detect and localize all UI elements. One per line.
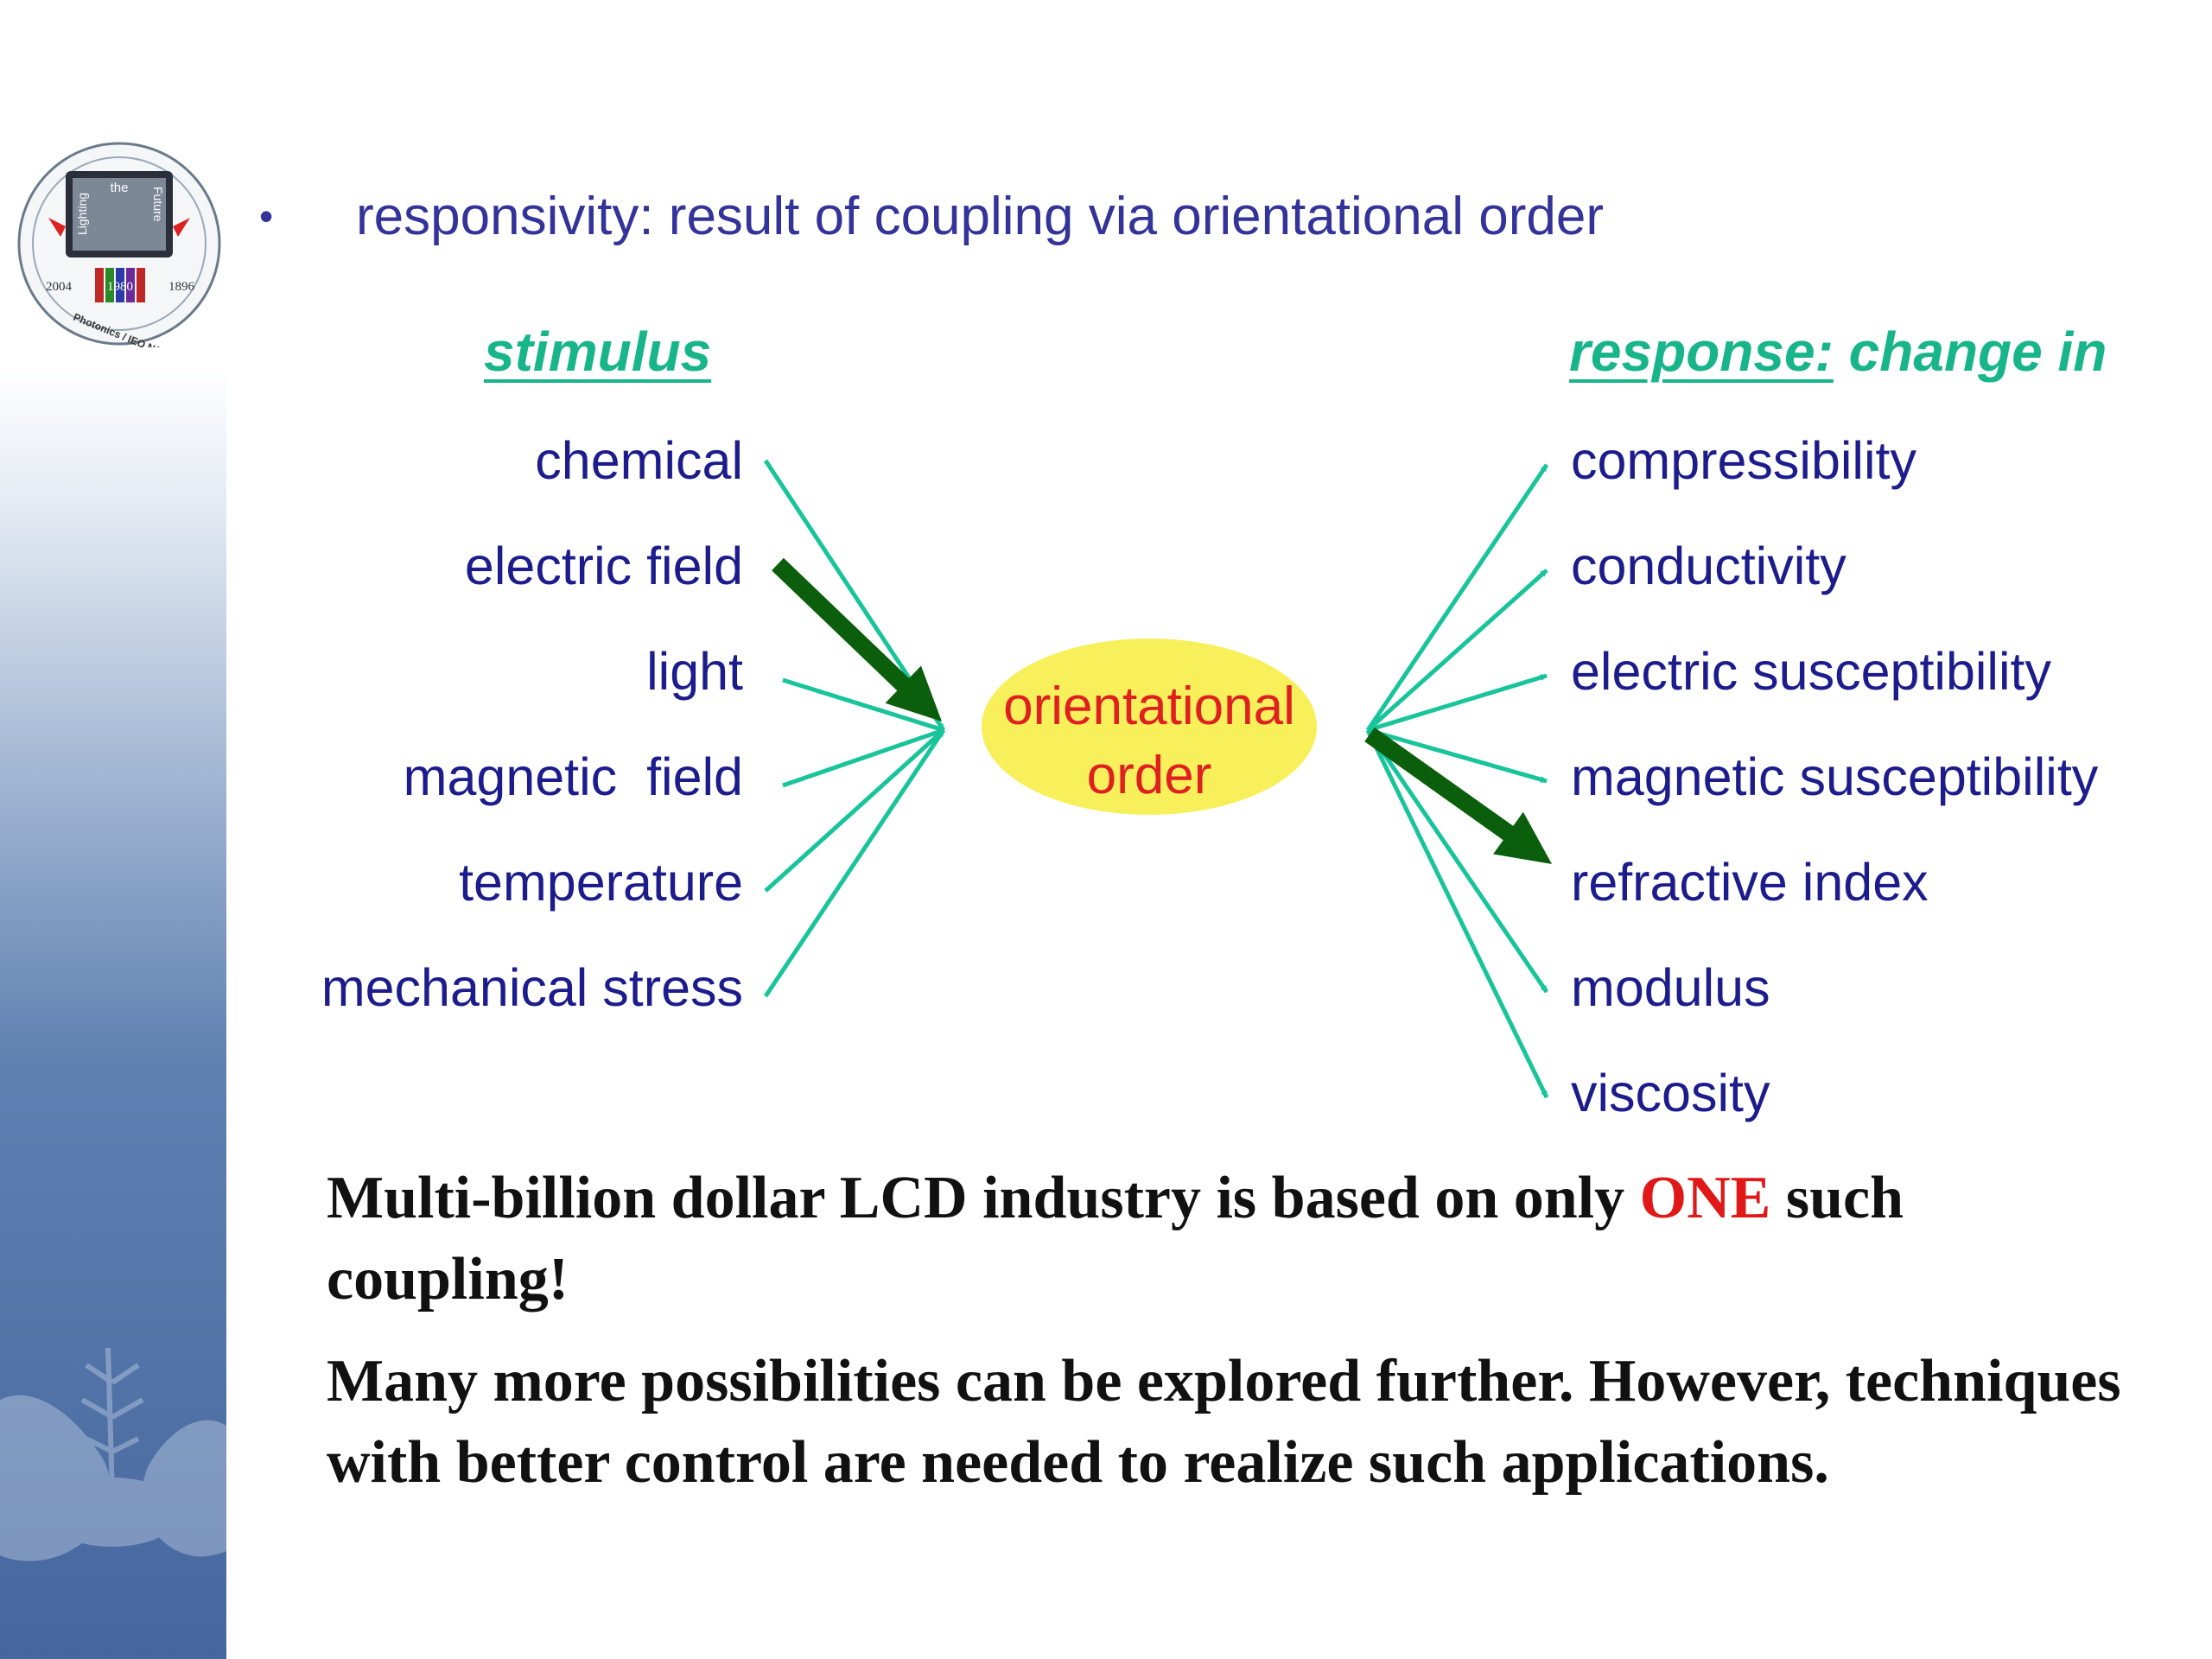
center-label: orientational order	[950, 672, 1348, 810]
response-electric-susceptibility: electric susceptibility	[1571, 642, 2051, 701]
response-header-underlined: response:	[1569, 321, 1834, 383]
center-label-line1: orientational	[1003, 677, 1295, 736]
paragraph-lcd-industry: Multi-billion dollar LCD industry is bas…	[327, 1158, 2150, 1320]
center-label-line2: order	[1086, 746, 1212, 805]
nctu-logo: the Lighting Future 2004 1980 1896 Photo…	[17, 142, 221, 347]
stimulus-chemical: chemical	[535, 431, 743, 490]
arrow-response-conductivity	[1366, 569, 1548, 732]
paragraph1-after: such coupling!	[327, 1165, 1904, 1313]
arrow-stimulus-magnetic-field	[782, 728, 944, 788]
svg-text:the: the	[111, 181, 129, 195]
response-refractive-index: refractive index	[1571, 853, 1929, 912]
stimulus-magnetic-field: magnetic field	[403, 747, 743, 806]
stimulus-mechanical-stress: mechanical stress	[321, 958, 743, 1017]
bullet-text: responsivity: result of coupling via ori…	[356, 186, 1604, 246]
stimulus-light: light	[646, 642, 743, 701]
svg-text:Lighting: Lighting	[75, 193, 89, 235]
stimulus-arrows	[763, 459, 946, 998]
response-magnetic-susceptibility: magnetic susceptibility	[1571, 747, 2099, 806]
orientational-order-ellipse	[982, 639, 1317, 815]
stimulus-header: stimulus	[484, 321, 712, 383]
arrow-stimulus-mechanical-stress	[763, 728, 946, 998]
response-conductivity: conductivity	[1571, 537, 1847, 595]
response-arrows	[1365, 463, 1549, 1099]
arrow-response-viscosity	[1365, 728, 1549, 1099]
stimulus-temperature: temperature	[459, 853, 743, 912]
svg-text:2004: 2004	[46, 280, 73, 294]
arrow-response-refractive-index	[1364, 727, 1552, 864]
arrow-response-compressibility	[1365, 463, 1549, 732]
bullet-line: • responsivity: result of coupling via o…	[259, 181, 1604, 251]
paragraph-possibilities: Many more possibilities can be explored …	[327, 1348, 2121, 1496]
stimulus-electric-field: electric field	[464, 537, 743, 595]
arrow-stimulus-light	[782, 677, 944, 733]
svg-text:1896: 1896	[168, 280, 195, 294]
arrow-stimulus-electric-field	[772, 557, 942, 721]
arrow-response-magnetic-susceptibility	[1367, 728, 1548, 784]
arrow-response-electric-susceptibility	[1367, 673, 1548, 733]
hands-with-plant-image	[0, 1347, 226, 1590]
paragraph1-highlight: ONE	[1639, 1165, 1771, 1231]
bullet-symbol: •	[259, 194, 274, 238]
arrow-stimulus-temperature	[764, 728, 945, 893]
highlight-arrows	[772, 557, 1552, 864]
response-header: response: change in	[1569, 320, 2107, 384]
svg-text:1980: 1980	[107, 280, 133, 294]
response-modulus: modulus	[1571, 958, 1770, 1017]
arrow-response-modulus	[1365, 728, 1549, 994]
response-header-rest: change in	[1833, 321, 2107, 383]
response-viscosity: viscosity	[1571, 1064, 1770, 1122]
response-compressibility: compressibility	[1571, 431, 1916, 490]
svg-text:Future: Future	[151, 187, 165, 222]
paragraph1-before: Multi-billion dollar LCD industry is bas…	[327, 1165, 1640, 1231]
